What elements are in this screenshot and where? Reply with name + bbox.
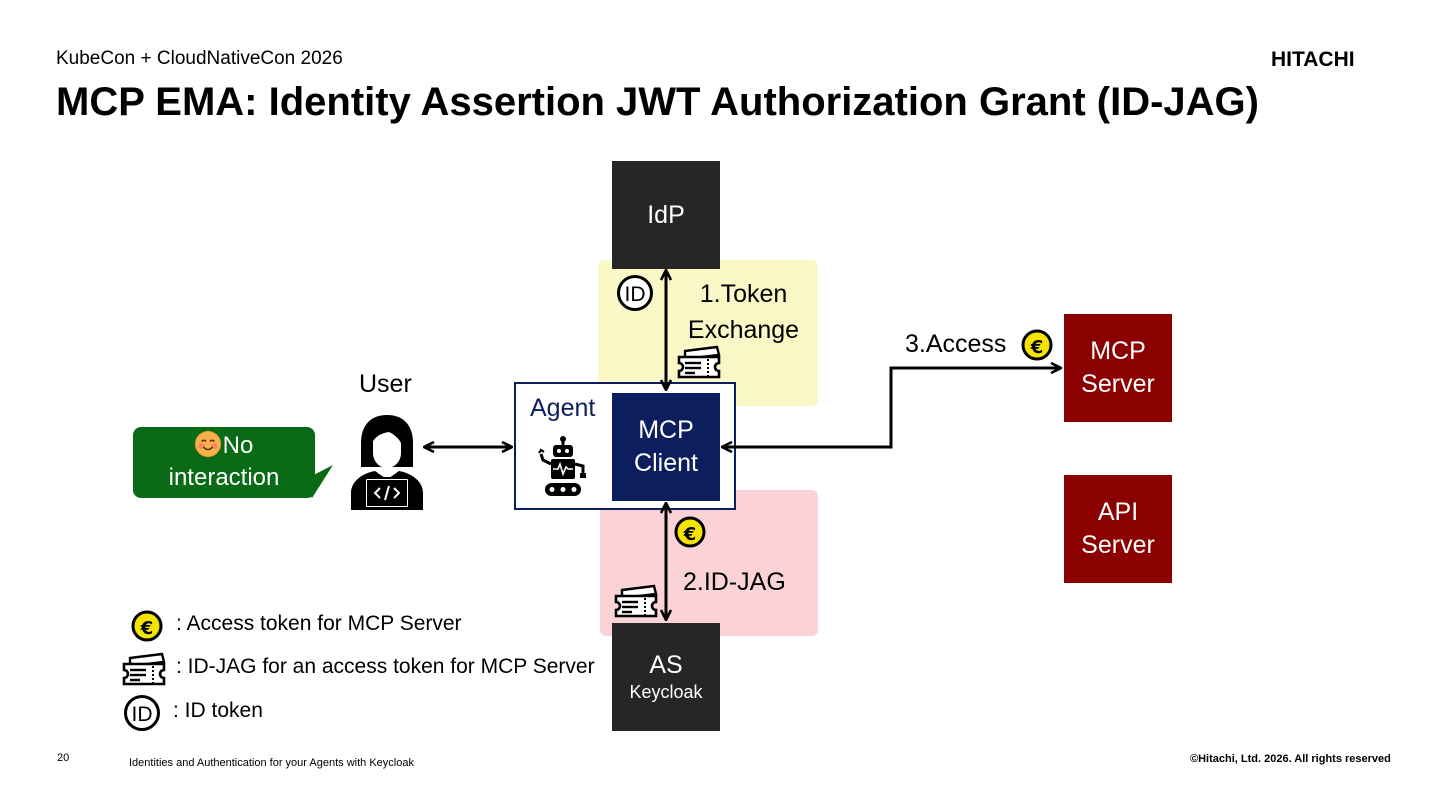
no-interaction-bubble: No interaction bbox=[133, 427, 315, 498]
ticket-icon bbox=[122, 652, 166, 686]
arrow-client-mcp-server bbox=[722, 368, 1061, 447]
euro-coin-text: € bbox=[683, 524, 697, 545]
idp-box: IdP bbox=[612, 161, 720, 269]
user-label: User bbox=[359, 370, 412, 398]
mcp-server-box: MCP Server bbox=[1064, 314, 1172, 422]
id-token-icon-text: ID bbox=[132, 703, 153, 726]
euro-coin-icon: € bbox=[1021, 329, 1053, 361]
step1-line1: 1.Token bbox=[699, 280, 788, 308]
legend-id-jag: : ID-JAG for an access token for MCP Ser… bbox=[176, 655, 595, 678]
conference-name: KubeCon + CloudNativeCon 2026 bbox=[56, 48, 343, 69]
ticket-icon bbox=[614, 584, 658, 618]
euro-coin-text: € bbox=[140, 618, 154, 639]
slide-title: MCP EMA: Identity Assertion JWT Authoriz… bbox=[56, 80, 1259, 124]
as-sub-label: Keycloak bbox=[629, 682, 703, 702]
api-server-line1: API bbox=[1097, 498, 1139, 526]
bubble-tail bbox=[300, 465, 333, 498]
euro-coin-text: € bbox=[1030, 337, 1044, 358]
step1-line2: Exchange bbox=[687, 316, 800, 344]
ticket-icon bbox=[677, 345, 721, 379]
step3-label: 3.Access bbox=[905, 330, 1007, 358]
agent-label: Agent bbox=[530, 394, 596, 422]
user-developer-icon bbox=[351, 415, 423, 510]
bubble-line2: interaction bbox=[168, 464, 280, 491]
bubble-line1: No bbox=[222, 432, 254, 459]
legend-access-token: : Access token for MCP Server bbox=[176, 612, 462, 635]
page-number: 20 bbox=[57, 752, 70, 764]
smiley-icon bbox=[194, 431, 221, 457]
id-token-icon: ID bbox=[124, 695, 160, 731]
mcp-client-line2: Client bbox=[634, 449, 698, 477]
as-box: AS Keycloak bbox=[612, 623, 720, 731]
mcp-server-line2: Server bbox=[1081, 370, 1155, 398]
mcp-client-line1: MCP bbox=[638, 416, 694, 444]
euro-coin-icon: € bbox=[131, 610, 163, 642]
api-server-line2: Server bbox=[1081, 531, 1155, 559]
euro-coin-icon: € bbox=[674, 516, 706, 548]
as-label: AS bbox=[649, 651, 683, 679]
step1-label: 1.Token Exchange bbox=[686, 276, 801, 348]
idp-label: IdP bbox=[647, 200, 685, 229]
copyright: ©Hitachi, Ltd. 2026. All rights reserved bbox=[1190, 753, 1391, 765]
robot-icon bbox=[538, 436, 586, 496]
bubble-line1-row: No bbox=[133, 430, 315, 462]
mcp-server-line1: MCP bbox=[1090, 337, 1146, 365]
id-token-icon: ID bbox=[617, 275, 653, 311]
mcp-client-box: MCP Client bbox=[612, 393, 720, 501]
talk-title: Identities and Authentication for your A… bbox=[129, 757, 414, 769]
hitachi-logo: HITACHI bbox=[1271, 48, 1355, 71]
step2-label: 2.ID-JAG bbox=[683, 568, 786, 596]
legend-id-token: : ID token bbox=[173, 699, 263, 722]
api-server-box: API Server bbox=[1064, 475, 1172, 583]
id-token-icon-text: ID bbox=[625, 283, 646, 306]
